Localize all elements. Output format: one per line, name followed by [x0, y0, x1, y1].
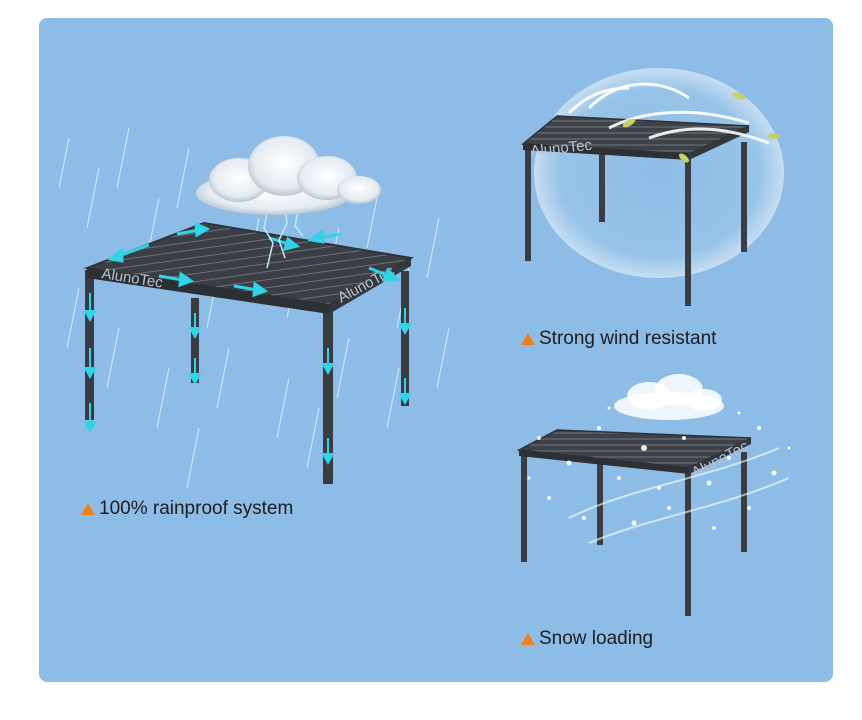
wind-gust-icon	[567, 82, 770, 145]
wind-caption-text: Strong wind resistant	[539, 328, 717, 349]
feature-panel: AlunoTec AlunoTec	[39, 18, 833, 682]
wind-caption: Strong wind resistant	[521, 328, 716, 350]
warning-triangle-icon	[521, 333, 535, 345]
warning-triangle-icon	[81, 503, 95, 515]
rainproof-caption-text: 100% rainproof system	[99, 498, 294, 519]
warning-triangle-icon	[521, 633, 535, 645]
rainproof-caption: 100% rainproof system	[81, 498, 293, 520]
snow-loading-pergola-illustration: AlunoTec	[516, 374, 791, 616]
snow-cloud-icon	[614, 374, 724, 420]
snow-caption-text: Snow loading	[539, 628, 654, 649]
rainproof-pergola-illustration: AlunoTec AlunoTec	[59, 127, 450, 489]
snow-caption: Snow loading	[521, 628, 653, 650]
storm-cloud-icon	[196, 136, 381, 215]
wind-resistant-pergola-illustration: AlunoTec	[521, 68, 784, 306]
brand-watermark-wind: AlunoTec	[530, 137, 594, 160]
